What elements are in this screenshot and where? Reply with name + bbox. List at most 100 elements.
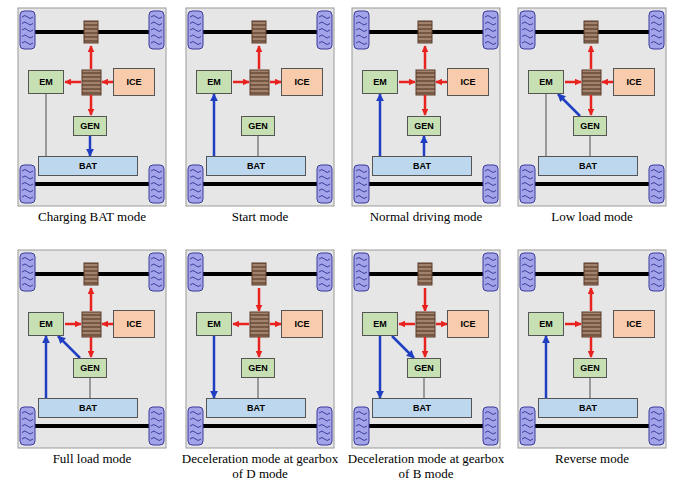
tire-tread — [22, 412, 33, 415]
vehicle-chassis — [518, 250, 666, 448]
tire-tread — [190, 35, 201, 38]
component-label: EM — [373, 319, 387, 329]
tire-tread — [356, 176, 367, 179]
electric-motor-box: EM — [196, 70, 232, 94]
wire — [257, 136, 259, 156]
wheel — [354, 407, 369, 445]
tire-tread — [356, 418, 367, 421]
battery-box: BAT — [372, 156, 472, 176]
wheel — [317, 11, 332, 49]
tire-tread — [190, 418, 201, 421]
mode-panel: Low load modeEMICEGENBAT — [518, 8, 666, 206]
tire-tread — [319, 16, 330, 19]
differential — [84, 263, 98, 285]
tire-tread — [190, 29, 201, 32]
wire — [589, 136, 591, 156]
mechanical-power-arrow — [233, 323, 249, 326]
wheel — [149, 253, 164, 291]
tire-tread — [190, 271, 201, 274]
tire-tread — [22, 176, 33, 179]
gearbox — [82, 312, 101, 337]
tire-tread — [319, 412, 330, 415]
tire-tread — [190, 431, 201, 434]
tire-tread — [151, 418, 162, 421]
tire-tread — [22, 35, 33, 38]
tire-tread — [522, 29, 533, 32]
gearbox — [582, 70, 601, 95]
wire — [45, 94, 47, 156]
tire-tread — [356, 271, 367, 274]
electric-power-arrow — [392, 336, 414, 358]
tire-tread — [356, 412, 367, 415]
tire-tread — [190, 189, 201, 192]
tire-tread — [319, 277, 330, 280]
component-label: EM — [539, 77, 553, 87]
wheel — [317, 407, 332, 445]
wheel — [354, 253, 369, 291]
tire-tread — [522, 183, 533, 186]
tire-tread — [356, 277, 367, 280]
battery-box: BAT — [38, 398, 138, 418]
tire-tread — [485, 22, 496, 25]
rear-axle — [200, 182, 320, 186]
mechanical-power-arrow — [590, 288, 593, 311]
tire-tread — [522, 35, 533, 38]
electric-power-arrow — [213, 94, 216, 156]
wheel — [483, 11, 498, 49]
wire — [423, 378, 425, 398]
tire-tread — [651, 438, 662, 441]
wheel — [354, 165, 369, 203]
tire-tread — [22, 418, 33, 421]
electric-power-arrow — [213, 336, 216, 398]
differential — [252, 263, 266, 285]
tire-tread — [319, 284, 330, 287]
wheel — [649, 407, 664, 445]
component-label: BAT — [247, 161, 265, 171]
mode-caption: Normal driving mode — [342, 209, 510, 224]
electric-power-arrow — [423, 136, 426, 156]
tire-tread — [522, 22, 533, 25]
rear-axle — [200, 424, 320, 428]
component-label: EM — [207, 319, 221, 329]
generator-box: GEN — [573, 116, 607, 136]
generator-box: GEN — [573, 358, 607, 378]
tire-tread — [319, 176, 330, 179]
wheel — [317, 253, 332, 291]
wheel — [149, 407, 164, 445]
tire-tread — [190, 16, 201, 19]
mechanical-power-arrow — [424, 46, 427, 69]
tire-tread — [522, 271, 533, 274]
generator-box: GEN — [241, 358, 275, 378]
component-label: ICE — [626, 77, 641, 87]
mode-caption: Low load mode — [508, 209, 673, 224]
electric-motor-box: EM — [28, 312, 64, 336]
component-label: BAT — [79, 161, 97, 171]
mechanical-power-arrow — [590, 95, 593, 115]
component-label: ICE — [294, 319, 309, 329]
tire-tread — [22, 438, 33, 441]
mechanical-power-arrow — [90, 46, 93, 69]
tire-tread — [22, 284, 33, 287]
tire-tread — [522, 431, 533, 434]
wheel — [188, 407, 203, 445]
tire-tread — [651, 418, 662, 421]
tire-tread — [151, 170, 162, 173]
component-label: BAT — [579, 403, 597, 413]
tire-tread — [651, 176, 662, 179]
mode-panel: Full load modeEMICEGENBAT — [18, 250, 166, 448]
battery-box: BAT — [538, 398, 638, 418]
battery-box: BAT — [538, 156, 638, 176]
wheel — [20, 11, 35, 49]
mode-panel: Deceleration mode at gearbox of D modeEM… — [186, 250, 334, 448]
tire-tread — [22, 183, 33, 186]
tire-tread — [190, 196, 201, 199]
tire-tread — [485, 42, 496, 45]
panel-ground — [18, 8, 166, 206]
tire-tread — [485, 16, 496, 19]
tire-tread — [651, 196, 662, 199]
tire-tread — [22, 22, 33, 25]
tire-tread — [522, 176, 533, 179]
tire-tread — [319, 42, 330, 45]
tire-tread — [522, 418, 533, 421]
